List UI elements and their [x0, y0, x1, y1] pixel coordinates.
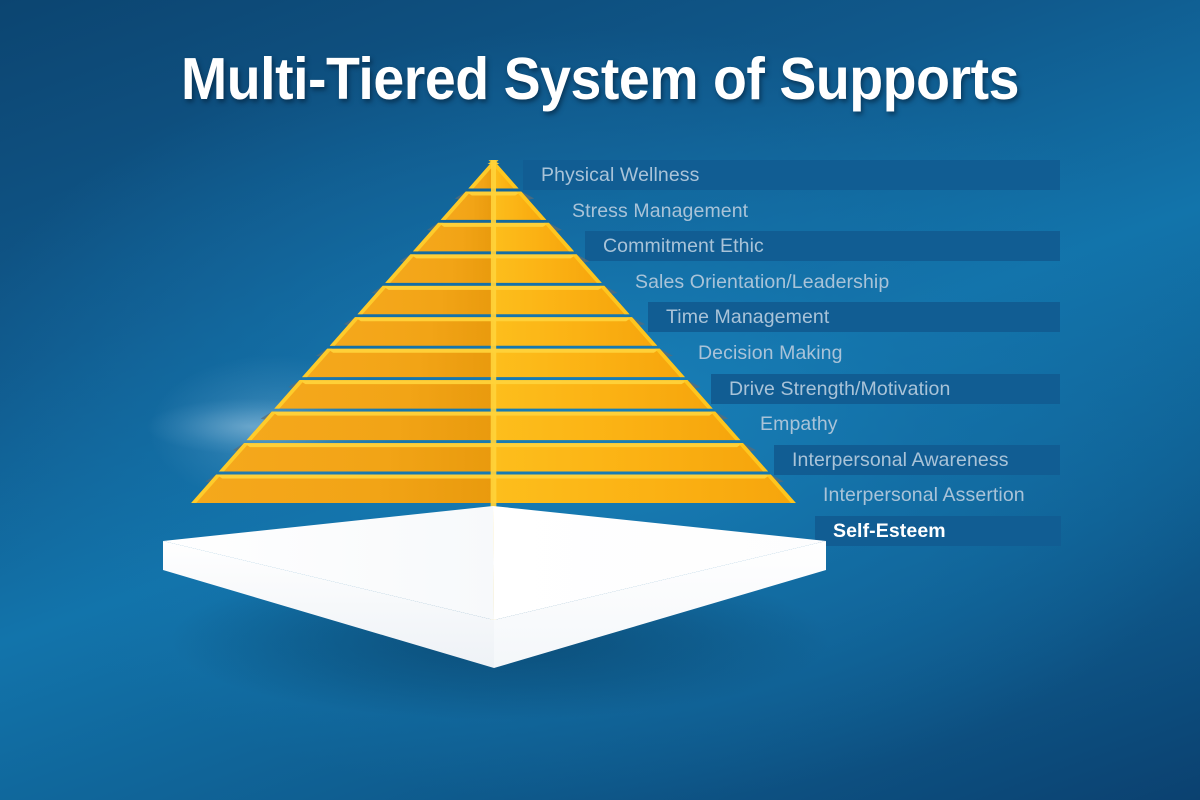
tier-edge-right: [710, 411, 741, 441]
tier-edge-left: [385, 254, 416, 283]
tier-edge-left: [302, 348, 333, 378]
tier-edge-left: [412, 222, 444, 252]
tier-label-5[interactable]: Time Management: [666, 306, 830, 328]
tier-label-6[interactable]: Decision Making: [698, 342, 843, 364]
tier-label-4[interactable]: Sales Orientation/Leadership: [635, 271, 890, 293]
tier-edge-right: [599, 285, 630, 315]
tier-edge-right: [571, 254, 602, 283]
tier-label-8[interactable]: Empathy: [760, 413, 838, 435]
tier-edge-right: [738, 443, 769, 472]
tier-edge-right: [488, 160, 519, 189]
tier-face-left: [329, 317, 494, 346]
tier-face-right: [493, 443, 769, 472]
tier-face-left: [218, 443, 494, 472]
tier-face-right: [493, 317, 658, 346]
tier-edge-left: [357, 285, 388, 315]
tier-face-left: [440, 191, 494, 220]
tier-edge-left: [246, 411, 277, 441]
tier-edge-right: [765, 474, 796, 503]
tier-face-right: [493, 474, 796, 503]
tier-edge-right: [682, 380, 713, 409]
pyramid-tier[interactable]: [357, 285, 630, 315]
tier-face-left: [357, 285, 494, 315]
pyramid-center-ridge: [490, 160, 497, 620]
tier-face-right: [493, 191, 547, 220]
tier-edge-right: [516, 191, 547, 220]
tier-face-right: [493, 285, 630, 315]
pyramid-tier[interactable]: [302, 348, 685, 378]
tier-label-10[interactable]: Interpersonal Assertion: [823, 484, 1025, 506]
tier-edge-left: [440, 191, 471, 220]
tier-label-9[interactable]: Interpersonal Awareness: [792, 449, 1009, 471]
tier-face-left: [191, 474, 494, 503]
pyramid-tier-layer: [191, 160, 796, 620]
tier-label-1[interactable]: Physical Wellness: [541, 164, 700, 186]
tier-edge-left: [274, 380, 305, 409]
pyramid-tier[interactable]: [191, 474, 796, 503]
tier-label-11[interactable]: Self-Esteem: [833, 520, 946, 542]
pyramid-tier[interactable]: [412, 222, 575, 252]
tier-edge-right: [627, 317, 658, 346]
tier-label-2[interactable]: Stress Management: [572, 200, 749, 222]
pyramid-tier[interactable]: [440, 191, 547, 220]
pyramid-tier[interactable]: [468, 160, 519, 189]
tier-face-right: [493, 348, 685, 378]
tier-edge-right: [654, 348, 685, 378]
tier-edge-left: [329, 317, 360, 346]
tier-edge-left: [191, 474, 222, 503]
tier-face-left: [274, 380, 494, 409]
tier-face-left: [302, 348, 494, 378]
pyramid-tier[interactable]: [246, 411, 741, 441]
pyramid-tier[interactable]: [385, 254, 602, 283]
page-title: Multi-Tiered System of Supports: [181, 46, 1019, 112]
tier-face-right: [493, 380, 713, 409]
tier-face-right: [493, 411, 741, 441]
tier-edge-right: [543, 222, 575, 252]
tier-label-7[interactable]: Drive Strength/Motivation: [729, 378, 951, 400]
tier-edge-left: [468, 160, 499, 189]
pyramid-base-slab: [163, 506, 826, 668]
tier-face-left: [246, 411, 494, 441]
pyramid-tier[interactable]: [274, 380, 713, 409]
tier-face-right: [493, 254, 602, 283]
tier-face-left: [385, 254, 494, 283]
tier-edge-left: [218, 443, 249, 472]
tier-label-3[interactable]: Commitment Ethic: [603, 235, 764, 257]
